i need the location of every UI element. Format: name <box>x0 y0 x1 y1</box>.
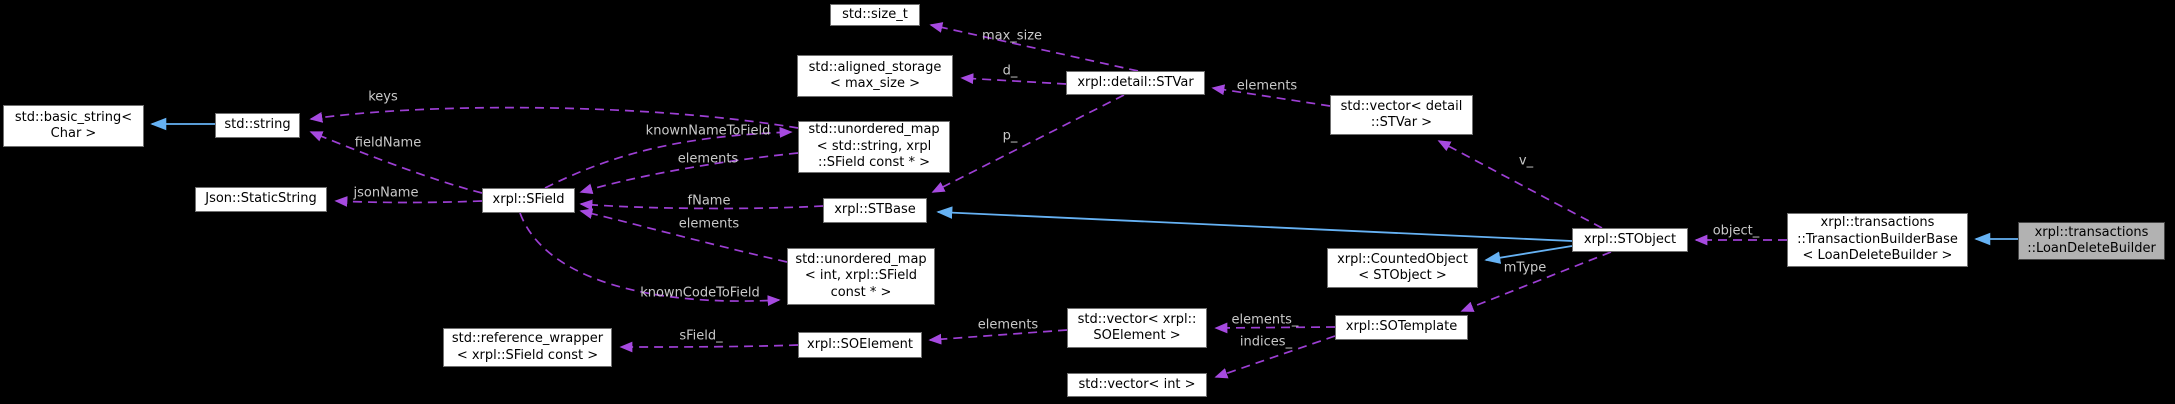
edge-label-keys: keys <box>368 89 398 105</box>
node-xrpl-detail-stvar[interactable]: xrpl::detail::STVar <box>1066 71 1205 95</box>
edge-sfield-to-intmap-knowncodetofield <box>519 212 781 307</box>
node-std-vector-detail-stvar[interactable]: std::vector< detail ::STVar > <box>1330 95 1473 135</box>
edge-label-elements-soelement: elements <box>977 317 1039 333</box>
edge-label-knownnametofield: knownNameToField <box>645 123 771 139</box>
node-std-vector-soelement[interactable]: std::vector< xrpl:: SOElement > <box>1067 308 1207 348</box>
node-std-basic-string[interactable]: std::basic_string< Char > <box>3 105 144 147</box>
edge-label-fname: fName <box>687 193 731 209</box>
node-xrpl-sotemplate[interactable]: xrpl::SOTemplate <box>1335 315 1468 340</box>
edge-label-v: v_ <box>1518 153 1534 169</box>
edge-stobject-to-stbase <box>936 206 1573 242</box>
node-json-staticstring[interactable]: Json::StaticString <box>195 187 327 212</box>
edge-stringmap-to-sfield-elements <box>579 152 799 194</box>
node-std-string[interactable]: std::string <box>215 113 300 138</box>
node-std-reference-wrapper[interactable]: std::reference_wrapper < xrpl::SField co… <box>443 328 612 367</box>
edge-label-elements-stringmap: elements <box>677 151 739 167</box>
edge-sotemplate-to-vecint-indices <box>1214 335 1336 379</box>
edge-label-maxsize: max_size <box>981 28 1043 44</box>
node-unordered-map-int-sfield[interactable]: std::unordered_map < int, xrpl::SField c… <box>787 248 935 305</box>
node-transaction-builder-base[interactable]: xrpl::transactions ::TransactionBuilderB… <box>1787 213 1968 267</box>
edge-label-d: d_ <box>1002 63 1018 79</box>
node-xrpl-sfield[interactable]: xrpl::SField <box>482 188 575 213</box>
edge-label-elements-stvar: elements <box>1236 78 1298 94</box>
node-unordered-map-string-sfield[interactable]: std::unordered_map < std::string, xrpl :… <box>798 121 950 173</box>
node-xrpl-stbase[interactable]: xrpl::STBase <box>823 198 927 223</box>
edge-stobject-to-countedobject <box>1484 245 1573 264</box>
edge-label-indices: indices_ <box>1239 334 1293 350</box>
node-std-vector-int[interactable]: std::vector< int > <box>1067 373 1207 397</box>
edge-stvar-to-sizet-maxsize <box>929 22 1139 72</box>
edge-label-jsonname: jsonName <box>353 185 419 201</box>
node-std-aligned-storage[interactable]: std::aligned_storage < max_size > <box>797 55 953 97</box>
edge-vecsoelement-to-soelement-elements <box>928 329 1068 345</box>
edge-sfield-to-string-fieldname <box>309 131 483 194</box>
node-std-size-t[interactable]: std::size_t <box>830 4 920 26</box>
edge-label-fieldname: fieldName <box>354 135 422 151</box>
edge-vecstvar-to-stvar-elements <box>1211 84 1331 107</box>
edge-stobject-to-vecstvar-v <box>1437 140 1603 229</box>
edge-label-knowncodetofield: knownCodeToField <box>640 285 760 301</box>
edge-intmap-to-sfield-elements <box>579 208 788 263</box>
edge-sotemplate-to-vecsoelement-elements <box>1214 322 1336 334</box>
edge-stvar-to-alignedstorage-d <box>960 73 1067 85</box>
edge-label-sfield: sField_ <box>679 328 723 344</box>
edge-label-elements-template: elements_ <box>1231 312 1299 328</box>
node-xrpl-stobject[interactable]: xrpl::STObject <box>1572 228 1688 252</box>
edge-label-p: p_ <box>1002 128 1018 144</box>
edge-stobject-to-sotemplate-mtype <box>1460 251 1612 312</box>
edge-stringmap-to-string-keys <box>309 106 799 129</box>
edge-sfield-to-staticstring-jsonname <box>334 196 483 207</box>
node-xrpl-soelement[interactable]: xrpl::SOElement <box>798 332 922 358</box>
edge-label-elements-intmap: elements <box>678 216 740 232</box>
edge-label-mtype: mType <box>1503 260 1547 276</box>
edge-soelement-to-refwrapper-sfield <box>619 341 799 353</box>
node-loan-delete-builder[interactable]: xrpl::transactions ::LoanDeleteBuilder <box>2018 222 2165 260</box>
edge-label-object: object_ <box>1712 223 1760 239</box>
node-xrpl-countedobject[interactable]: xrpl::CountedObject < STObject > <box>1327 248 1478 288</box>
edge-sfield-to-stringmap-knownnametofield <box>544 127 793 189</box>
edge-stvar-to-stbase-p <box>931 94 1125 193</box>
edge-stbase-to-sfield-fname <box>579 199 824 211</box>
